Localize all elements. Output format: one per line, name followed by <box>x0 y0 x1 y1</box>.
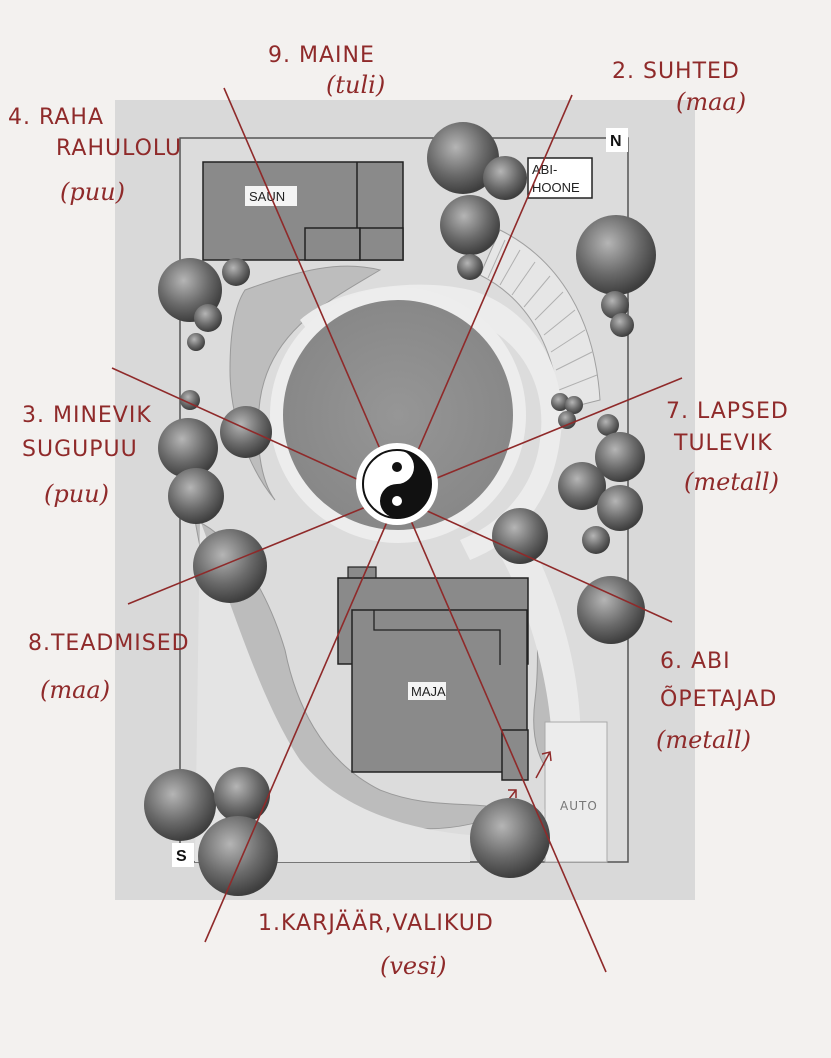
terrace-hatching <box>487 239 598 391</box>
tree <box>198 816 278 896</box>
zone-2-element: (maa) <box>676 88 746 116</box>
tree <box>427 122 499 194</box>
tree <box>582 526 610 554</box>
parking-label: AUTO <box>560 799 598 813</box>
zone-label-8: 8.TEADMISED (maa) <box>28 631 190 704</box>
zone-1-element: (vesi) <box>380 952 446 980</box>
zone-4-element: (puu) <box>60 178 125 206</box>
zone-6-subtitle: ÕPETAJAD <box>660 685 777 712</box>
zone-label-2: 2. SUHTED (maa) <box>612 59 746 116</box>
sauna-label: SAUN <box>249 189 285 204</box>
tree <box>551 393 569 411</box>
tree <box>595 432 645 482</box>
tree <box>597 485 643 531</box>
house-label: MAJA <box>411 684 446 699</box>
outbuilding-label-1: ABI- <box>532 162 557 177</box>
zone-label-3: 3. MINEVIK SUGUPUU (puu) <box>22 403 152 508</box>
tree <box>194 304 222 332</box>
bagua-line-9-1 <box>223 87 607 973</box>
trees <box>144 122 656 896</box>
south-marker-box <box>172 843 194 867</box>
north-marker-box <box>606 128 628 152</box>
zone-4-subtitle: RAHULOLU <box>56 136 182 161</box>
zone-9-title: 9. MAINE <box>268 43 375 68</box>
main-house: MAJA <box>337 566 529 781</box>
tree <box>601 291 629 319</box>
tree <box>558 411 576 429</box>
zone-8-element: (maa) <box>40 676 110 704</box>
zone-label-4: 4. RAHA RAHULOLU (puu) <box>8 105 182 206</box>
lower-path <box>195 520 470 862</box>
tree <box>470 798 550 878</box>
tree <box>483 156 527 200</box>
zone-8-title: 8.TEADMISED <box>28 631 190 656</box>
north-marker: N <box>610 133 622 150</box>
zone-3-element: (puu) <box>44 480 109 508</box>
tree <box>577 576 645 644</box>
zone-6-element: (metall) <box>656 726 751 754</box>
tree <box>220 406 272 458</box>
tree <box>193 529 267 603</box>
tree <box>565 396 583 414</box>
zone-label-6: 6. ABI ÕPETAJAD (metall) <box>656 649 777 754</box>
tree <box>597 414 619 436</box>
zone-9-element: (tuli) <box>326 71 385 99</box>
tree <box>440 195 500 255</box>
tree <box>168 468 224 524</box>
zone-3-title: 3. MINEVIK <box>22 403 152 428</box>
parking-area <box>544 721 608 863</box>
tree <box>187 333 205 351</box>
zone-label-9: 9. MAINE (tuli) <box>268 43 385 99</box>
sauna-building: SAUN <box>202 161 404 261</box>
tree <box>214 767 270 823</box>
tree <box>610 313 634 337</box>
zone-6-title: 6. ABI <box>660 649 731 674</box>
tree <box>144 769 216 841</box>
tree <box>492 508 548 564</box>
zone-1-title: 1.KARJÄÄR,VALIKUD <box>258 910 494 936</box>
zone-7-title: 7. LAPSED <box>666 399 789 424</box>
zone-4-title: 4. RAHA <box>8 105 104 130</box>
zone-7-subtitle: TULEVIK <box>673 431 773 456</box>
zone-label-1: 1.KARJÄÄR,VALIKUD (vesi) <box>258 910 494 980</box>
tree <box>457 254 483 280</box>
outbuilding: ABI- HOONE <box>527 157 593 199</box>
tree <box>158 418 218 478</box>
zone-label-7: 7. LAPSED TULEVIK (metall) <box>666 399 789 496</box>
south-marker: S <box>176 848 187 865</box>
tree <box>576 215 656 295</box>
zone-3-subtitle: SUGUPUU <box>22 437 138 462</box>
tree <box>558 462 606 510</box>
yin-yang-icon <box>356 443 438 525</box>
zone-2-title: 2. SUHTED <box>612 59 740 84</box>
tree <box>222 258 250 286</box>
outbuilding-label-2: HOONE <box>532 180 580 195</box>
zone-7-element: (metall) <box>684 468 779 496</box>
